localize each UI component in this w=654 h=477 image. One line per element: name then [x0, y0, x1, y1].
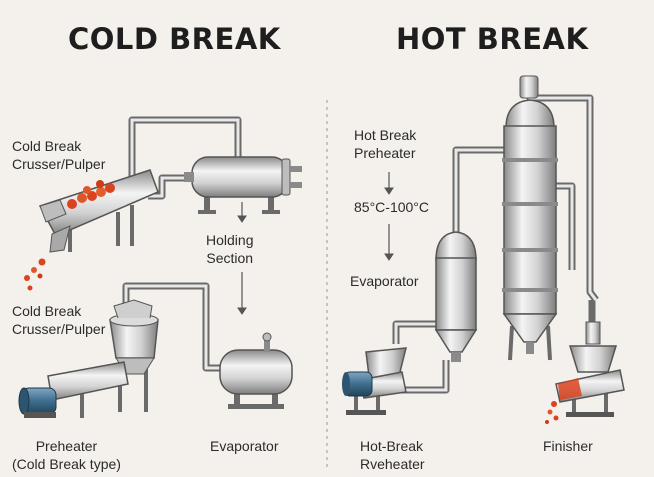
preheater-line2: (Cold Break type) — [12, 456, 121, 472]
cold-break-evaporator-label: Evaporator — [210, 438, 279, 454]
cold-break-crusher-top-label: Cold Break Crusser/Pulper — [12, 137, 105, 173]
crusher-bottom-line2: Crusser/Pulper — [12, 321, 106, 337]
hot-preheater-line2: Preheater — [354, 145, 416, 161]
cold-break-crusher-bottom-label: Cold Break Crusser/Pulper — [12, 302, 105, 338]
cold-break-evaporator-icon — [219, 332, 293, 409]
holding-section-label: Holding Section — [206, 231, 253, 267]
hot-break-line2: Rveheater — [360, 456, 425, 472]
hot-break-evaporator-label: Evaporator — [350, 273, 419, 289]
crusher-bottom-line1: Cold Break — [12, 303, 82, 319]
preheater-screw-motor-icon — [18, 361, 129, 418]
hot-break-bottom-label: Hot-Break Rveheater — [360, 437, 425, 473]
hot-break-line1: Hot-Break — [360, 438, 424, 454]
cold-break-top-pipework-hl — [130, 118, 240, 198]
hot-break-preheater-motor-icon — [342, 347, 407, 415]
hot-break-title: HOT BREAK — [396, 22, 589, 56]
holding-line1: Holding — [206, 232, 254, 248]
finisher-icon — [545, 321, 625, 424]
hot-break-evaporator-icon — [434, 231, 478, 362]
preheater-line1: Preheater — [35, 438, 98, 454]
holding-section-tank-icon — [184, 156, 302, 214]
hot-break-preheater-label: Hot Break Preheater — [354, 126, 416, 162]
cold-break-title: COLD BREAK — [68, 22, 281, 56]
temperature-label: 85°C-100°C — [354, 199, 430, 215]
hot-break-column-icon — [502, 75, 558, 361]
holding-line2: Section — [206, 250, 254, 266]
cold-break-crusher-bottom-icon — [109, 299, 159, 412]
hot-preheater-line1: Hot Break — [354, 127, 417, 143]
finisher-label: Finisher — [543, 438, 593, 454]
cold-break-crusher-top-icon — [24, 169, 159, 291]
flow-arrow-hot-break — [384, 172, 394, 261]
crusher-top-line1: Cold Break — [12, 138, 82, 154]
flow-arrow-holding — [237, 202, 247, 315]
crusher-top-line2: Crusser/Pulper — [12, 156, 106, 172]
preheater-label: Preheater (Cold Break type) — [12, 437, 121, 473]
